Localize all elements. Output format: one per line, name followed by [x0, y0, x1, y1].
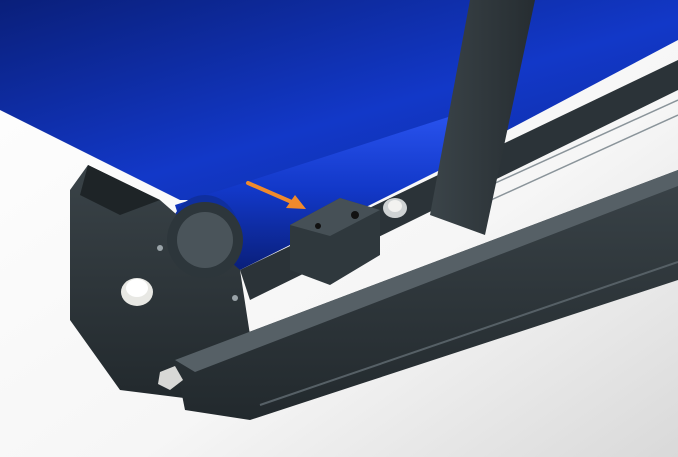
side-plate-top-edge: [80, 165, 160, 215]
screw-icon: [232, 295, 238, 301]
hex-nut-face: [388, 200, 402, 212]
arrow-icon: [246, 181, 306, 209]
side-plate: [70, 165, 250, 400]
bolt-icon: [158, 366, 183, 390]
frame-rail-highlight: [175, 170, 678, 372]
upper-rail-edge: [479, 114, 678, 206]
screw-icon: [157, 245, 163, 251]
roller-tube: [175, 110, 500, 270]
adjustment-knob-top: [126, 279, 148, 297]
clamp-block-top: [290, 198, 380, 236]
upper-rail-edge: [479, 99, 678, 191]
roller-bearing: [177, 212, 233, 268]
clamp-hole-icon: [351, 211, 359, 219]
clamp-hole-icon: [315, 223, 321, 229]
frame-rail-groove: [259, 261, 678, 406]
support-post: [430, 0, 535, 235]
